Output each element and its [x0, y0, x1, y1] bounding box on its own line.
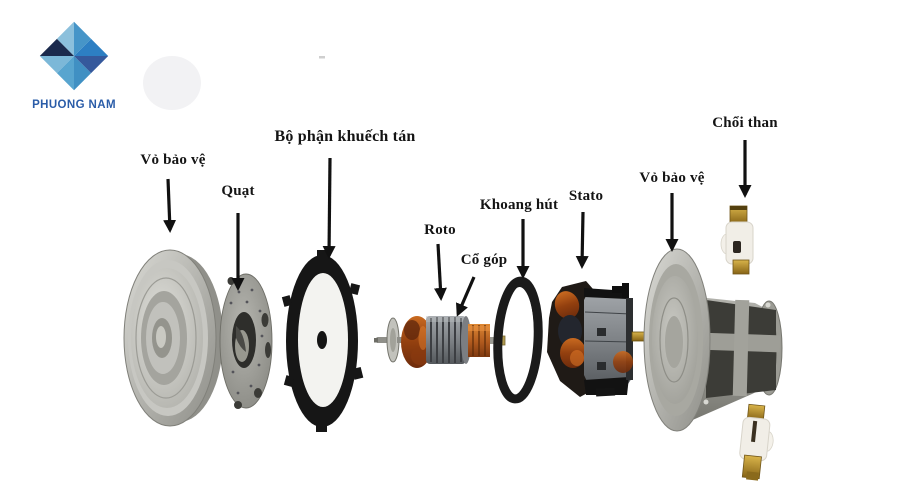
label-roto: Roto	[424, 222, 456, 238]
label-vo-bao-ve-left: Vỏ bảo vệ	[140, 152, 206, 168]
label-stato: Stato	[568, 188, 604, 204]
arrow-bo-phan-khuech-tan	[322, 157, 336, 259]
label-co-gop: Cổ góp	[460, 252, 508, 268]
arrow-roto	[433, 243, 447, 301]
arrow-stato	[575, 211, 589, 269]
label-khoang-hut: Khoang hút	[479, 197, 559, 213]
carbon-brush-bottom	[739, 403, 774, 481]
diffuser-part	[281, 250, 364, 432]
protective-cover-left	[123, 249, 223, 427]
logo-diamond-icon	[39, 21, 109, 91]
stator-terminal	[631, 331, 646, 342]
background-speck	[319, 56, 325, 59]
fan-part	[219, 273, 273, 409]
suction-chamber-gasket	[493, 276, 543, 404]
background-ghost-shape	[143, 56, 201, 110]
label-choi-than: Chổi than	[712, 115, 778, 131]
label-bo-phan-khuech-tan: Bộ phận khuếch tán	[274, 128, 416, 145]
label-quat: Quạt	[221, 183, 255, 199]
phuong-nam-logo: PHUONG NAM	[26, 20, 122, 111]
carbon-brush-top	[720, 205, 754, 275]
arrow-vo-bao-ve-left	[163, 178, 177, 233]
stator-part	[547, 281, 646, 397]
commutator-part	[468, 324, 490, 357]
logo-text: PHUONG NAM	[32, 99, 116, 111]
rotor-part	[374, 316, 506, 368]
pointer-arrows	[163, 140, 752, 317]
arrow-co-gop	[456, 276, 476, 317]
protective-cover-right	[643, 248, 783, 432]
label-vo-bao-ve-right: Vỏ bảo vệ	[639, 170, 705, 186]
